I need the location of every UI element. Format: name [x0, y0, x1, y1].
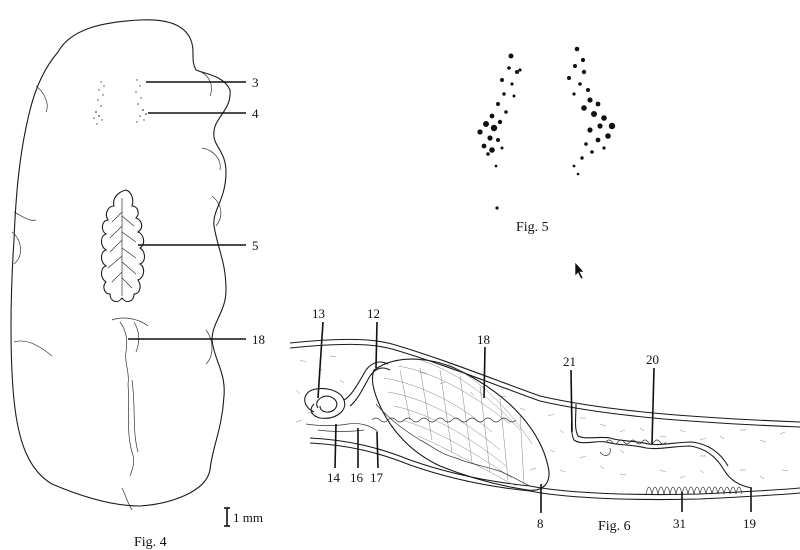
fig4-label-5: 5: [252, 238, 259, 253]
fig6-label-31: 31: [673, 516, 686, 531]
fig6-caption: Fig. 6: [598, 519, 631, 534]
fig6-label-20: 20: [646, 352, 659, 367]
fig6-label-8: 8: [537, 516, 544, 531]
fig6-label-19: 19: [743, 516, 756, 531]
fig6-label-13: 13: [312, 306, 325, 321]
fig6-section-drawing: [289, 321, 800, 513]
fig6-label-17: 17: [370, 470, 384, 485]
fig6-label-21: 21: [563, 354, 576, 369]
fig4-label-4: 4: [252, 106, 259, 121]
fig6-label-14: 14: [327, 470, 341, 485]
fig4-scale-bar: [224, 507, 230, 527]
mouse-pointer-icon: [574, 261, 585, 280]
fig5-caption: Fig. 5: [516, 220, 549, 235]
fig6-label-18: 18: [477, 332, 490, 347]
fig4-label-3: 3: [252, 75, 259, 90]
fig4-caption: Fig. 4: [134, 535, 167, 550]
fig5-eye-clusters: [477, 46, 616, 210]
fig4-scale-label: 1 mm: [233, 510, 263, 525]
fig4-body-drawing: [10, 19, 246, 527]
fig6-label-12: 12: [367, 306, 380, 321]
fig4-label-18: 18: [252, 332, 265, 347]
fig6-label-16: 16: [350, 470, 364, 485]
fig4-eye-speckles: [93, 79, 147, 125]
